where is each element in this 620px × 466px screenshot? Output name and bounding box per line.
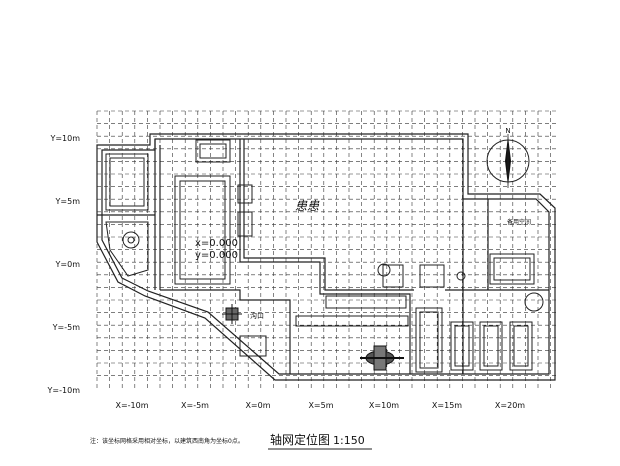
building-outline <box>96 133 556 381</box>
interior-elements <box>105 139 544 373</box>
y-axis-tick-label: Y=10m <box>49 134 80 143</box>
bed-box <box>509 321 533 371</box>
bed-box-inner <box>483 325 499 367</box>
room-box <box>489 253 535 285</box>
north-arrow-icon: N <box>486 127 530 188</box>
bed-box-inner <box>513 325 529 367</box>
equipment-symbols <box>222 304 404 371</box>
entry-box <box>195 139 231 163</box>
round-element <box>524 292 544 312</box>
x-axis-tick-label: X=10m <box>369 401 399 410</box>
x-axis-tick-label: X=0m <box>245 401 270 410</box>
x-axis-tick-label: X=15m <box>432 401 462 410</box>
long-planter <box>415 307 443 373</box>
small-box <box>237 184 253 204</box>
bed-box <box>450 321 474 371</box>
bed-box-inner <box>454 325 470 367</box>
hall-block-inner <box>179 180 226 280</box>
planter-box <box>419 264 445 288</box>
partition <box>243 139 414 291</box>
y-axis-tick-label: Y=5m <box>55 197 81 206</box>
entry-box-inner <box>199 143 227 159</box>
partition <box>239 139 411 374</box>
drawing-scale: 1:150 <box>333 434 365 447</box>
x-axis-tick-label: X=20m <box>495 401 525 410</box>
small-box <box>237 211 253 237</box>
bed-box <box>479 321 503 371</box>
small-label-left: 沟口 <box>250 311 264 320</box>
room-label: 患患 <box>295 199 320 213</box>
long-planter-inner <box>419 311 439 369</box>
room-box-inner <box>109 157 145 207</box>
round-element <box>122 231 140 249</box>
hall-block <box>174 175 231 285</box>
north-label: N <box>505 127 510 135</box>
y-axis-tick-label: Y=0m <box>55 260 81 269</box>
bench-row <box>325 295 407 309</box>
origin-x-label: x=0.000 <box>195 238 238 249</box>
pond-area <box>105 221 149 277</box>
small-label-right: 备用空间 <box>507 218 531 226</box>
drawing-title: 轴网定位图 <box>270 432 330 447</box>
x-axis-tick-label: X=-10m <box>115 401 148 410</box>
bench-row <box>295 315 409 327</box>
round-element <box>377 263 391 277</box>
inner-wall <box>101 138 550 375</box>
y-axis-tick-label: Y=-10m <box>47 386 81 395</box>
outer-wall <box>96 133 556 381</box>
origin-y-label: y=0.000 <box>195 250 238 261</box>
y-axis-tick-label: Y=-5m <box>52 323 81 332</box>
drawing-note: 注：该坐标网格采用相对坐标，以建筑西南角为坐标0点。 <box>90 437 244 445</box>
x-axis-labels: X=-10m X=-5m X=0m X=5m X=10m X=15m X=20m <box>115 401 525 410</box>
room-box <box>105 153 149 211</box>
x-axis-tick-label: X=-5m <box>181 401 209 410</box>
room-box-inner <box>493 257 531 281</box>
x-axis-tick-label: X=5m <box>308 401 333 410</box>
round-element <box>456 271 466 281</box>
ramp <box>239 335 267 357</box>
partition <box>160 289 291 374</box>
round-element-core <box>127 236 135 244</box>
